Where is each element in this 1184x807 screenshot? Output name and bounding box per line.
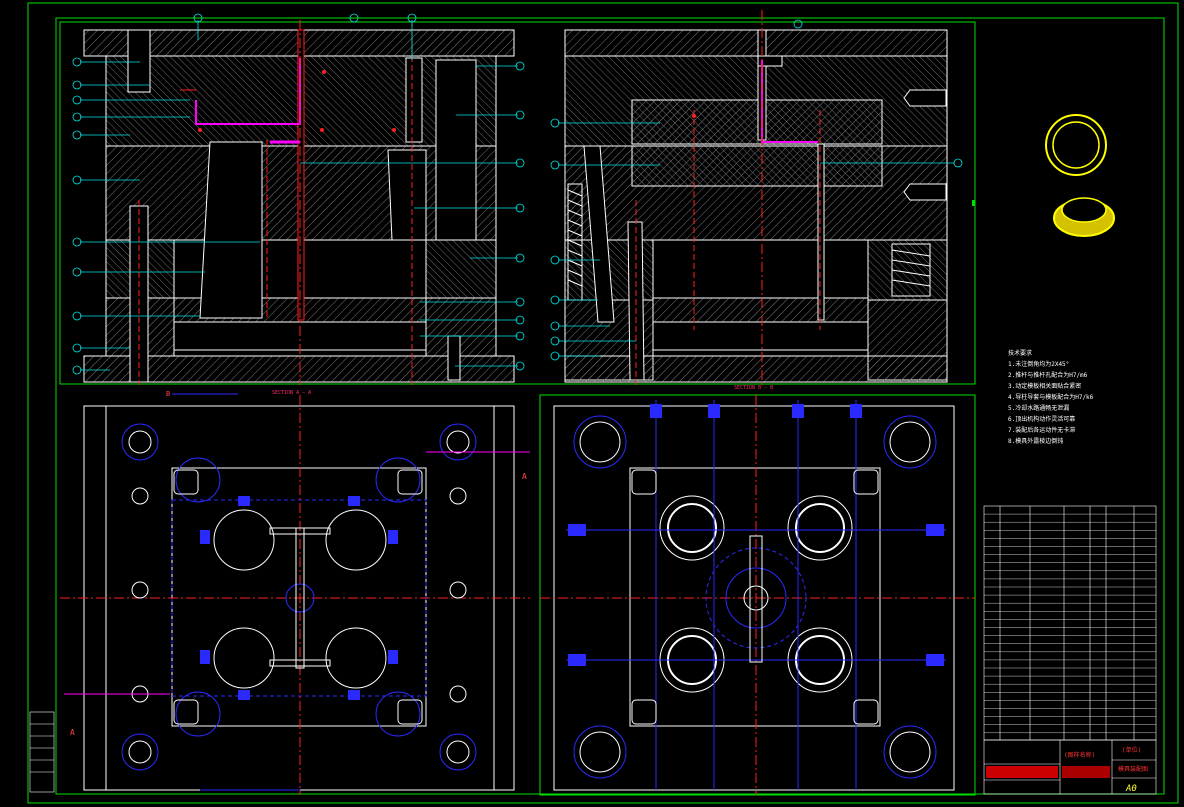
title-company: (单位): [1122, 747, 1142, 754]
note-line: 5.冷却水路通畅无泄漏: [1008, 405, 1070, 412]
outer-border: [27, 2, 1179, 804]
note-line: 2.推杆与推杆孔配合为H7/m6: [1008, 372, 1088, 379]
part-3d-preview: [1045, 114, 1115, 237]
note-line: 7.装配后各运动件无卡滞: [1008, 427, 1076, 434]
section-a-view: [72, 13, 525, 385]
plan-view-moving-half: [539, 394, 976, 796]
title-assembly: 模具装配图: [1118, 766, 1149, 773]
bill-of-materials: [983, 505, 1157, 741]
plan-view-fixed-half: [60, 393, 530, 795]
note-line: 6.顶出机构动作灵活可靠: [1008, 416, 1076, 423]
cut-a-left: A: [70, 728, 75, 737]
note-line: 3.动定模板相关面贴合紧密: [1008, 383, 1082, 390]
section-b-label: SECTION B — B: [734, 385, 774, 391]
technical-notes: 技术要求 1.未注倒角均为2X45° 2.推杆与推杆孔配合为H7/m6 3.动定…: [1008, 348, 1168, 447]
title-block: [29, 711, 1157, 795]
note-line: 8.模具外露棱边倒钝: [1008, 438, 1064, 445]
bom-rows: [984, 513, 1156, 733]
notes-heading: 技术要求: [1008, 350, 1033, 357]
section-a-label: SECTION A — A: [272, 390, 312, 396]
note-line: 4.导柱导套与模板配合为H7/k6: [1008, 394, 1094, 401]
sheet-size: A0: [1126, 784, 1137, 794]
cut-a-right: A: [522, 472, 527, 481]
note-line: 1.未注倒角均为2X45°: [1008, 361, 1070, 368]
cut-b-top: B: [166, 390, 171, 398]
green-marker: [972, 200, 975, 206]
inner-border: [55, 17, 1165, 795]
title-block-color-cells: [986, 766, 1110, 778]
title-drawing-name: (图样名称): [1064, 752, 1096, 759]
section-b-view: [550, 10, 963, 385]
